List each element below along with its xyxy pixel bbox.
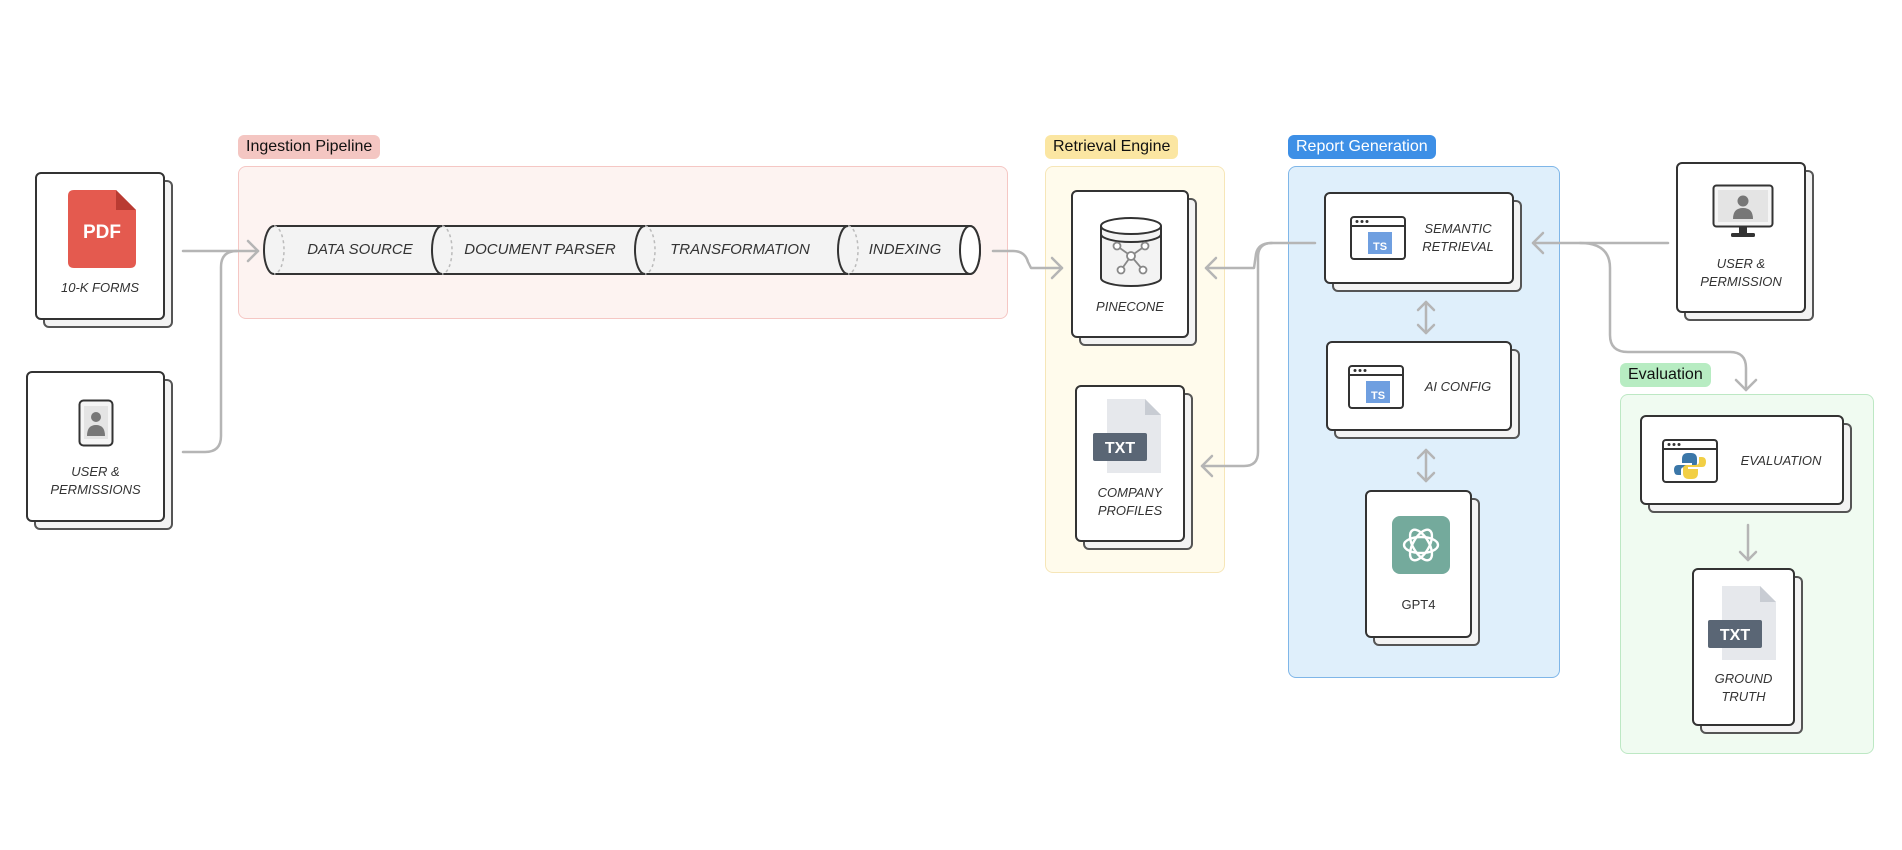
ai-config-label: AI CONFIG: [1424, 379, 1492, 394]
user-permission-node[interactable]: USER & PERMISSION: [1676, 162, 1806, 313]
users-permissions-label-2: PERMISSIONS: [50, 482, 141, 497]
retrieval-engine-title: Retrieval Engine: [1045, 135, 1179, 159]
stage-transformation: TRANSFORMATION: [670, 241, 810, 258]
semantic-retrieval-node[interactable]: TS SEMANTIC RETRIEVAL: [1324, 192, 1514, 284]
monitor-user-icon: [1712, 184, 1774, 237]
svg-text:TXT: TXT: [1105, 440, 1135, 457]
pinecone-label: PINECONE: [1096, 299, 1164, 314]
mobile-user-icon: [78, 399, 114, 447]
users-permissions-node[interactable]: USER & PERMISSIONS: [26, 371, 165, 522]
pdf-file-icon: PDF: [68, 190, 136, 268]
svg-text:TS: TS: [1371, 390, 1385, 402]
gpt4-node[interactable]: GPT4: [1365, 490, 1472, 638]
semantic-retrieval-label-2: RETRIEVAL: [1422, 239, 1494, 254]
arrow-users-to-pipeline: [181, 249, 239, 454]
database-icon: [1100, 217, 1162, 287]
ground-truth-label-1: GROUND: [1714, 671, 1773, 686]
company-profiles-label-2: PROFILES: [1097, 503, 1163, 518]
txt-file-icon: TXT: [1093, 399, 1161, 473]
openai-icon: [1392, 516, 1450, 574]
forms-label: 10-K FORMS: [60, 280, 139, 295]
evaluation-title: Evaluation: [1620, 363, 1711, 387]
ground-truth-node[interactable]: TXT GROUND TRUTH: [1692, 568, 1795, 726]
gpt4-label: GPT4: [1401, 597, 1436, 612]
python-app-icon: [1662, 439, 1718, 483]
ground-truth-label-2: TRUTH: [1721, 689, 1766, 704]
stage-data-source: DATA SOURCE: [307, 241, 413, 258]
arrow-pipeline-to-pinecone: [991, 249, 1064, 270]
stage-indexing: INDEXING: [868, 241, 942, 258]
arrow-semantic-to-profiles: [1200, 241, 1274, 468]
svg-text:TXT: TXT: [1720, 627, 1750, 644]
stage-document-parser: DOCUMENT PARSER: [464, 241, 616, 258]
forms-node[interactable]: PDF 10-K FORMS: [35, 172, 165, 320]
txt-file-icon-2: TXT: [1708, 586, 1776, 660]
ts-app-icon-2: TS: [1348, 365, 1404, 409]
user-permission-label-1: USER &: [1716, 256, 1766, 271]
pdf-icon-text: PDF: [83, 222, 121, 243]
svg-text:TS: TS: [1373, 241, 1387, 253]
report-generation-title: Report Generation: [1288, 135, 1436, 159]
pipeline-cylinder: [263, 225, 981, 275]
pinecone-node[interactable]: PINECONE: [1071, 190, 1189, 338]
company-profiles-node[interactable]: TXT COMPANY PROFILES: [1075, 385, 1185, 542]
ingestion-pipeline-title: Ingestion Pipeline: [238, 135, 381, 159]
users-permissions-label-1: USER &: [71, 464, 120, 479]
ts-app-icon: TS: [1350, 216, 1406, 260]
ai-config-node[interactable]: TS AI CONFIG: [1326, 341, 1512, 431]
company-profiles-label-1: COMPANY: [1097, 485, 1163, 500]
evaluation-node[interactable]: EVALUATION: [1640, 415, 1844, 505]
arrow-user-to-evaluation: [1578, 241, 1748, 392]
evaluation-label: EVALUATION: [1740, 453, 1822, 468]
semantic-retrieval-label-1: SEMANTIC: [1424, 221, 1492, 236]
user-permission-label-2: PERMISSION: [1700, 274, 1782, 289]
